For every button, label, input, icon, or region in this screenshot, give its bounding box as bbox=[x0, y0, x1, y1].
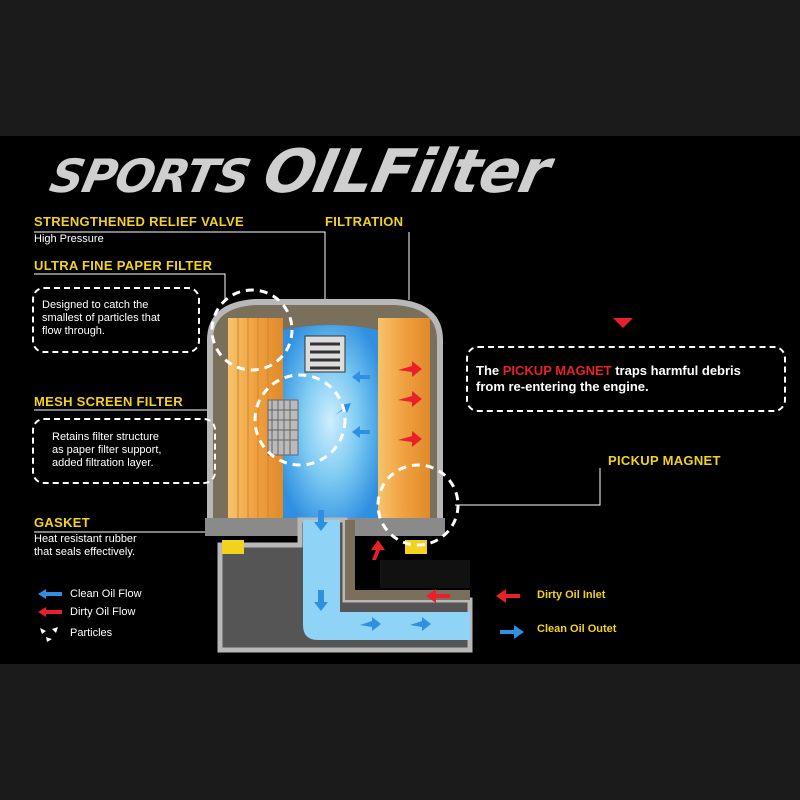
mesh-screen bbox=[267, 399, 299, 456]
relief-valve-sub: High Pressure bbox=[34, 233, 104, 245]
paper-filter-desc-line: flow through. bbox=[42, 325, 105, 337]
callout-pointer bbox=[613, 318, 633, 328]
gasket-left bbox=[222, 540, 244, 554]
paper-filter-heading: ULTRA FINE PAPER FILTER bbox=[34, 258, 213, 273]
magnet-callout-line1: The PICKUP MAGNET traps harmful debris bbox=[476, 363, 741, 378]
paper-filter-desc-box: Designed to catch the smallest of partic… bbox=[32, 287, 200, 353]
legend-dirty: Dirty Oil Flow bbox=[70, 606, 136, 618]
dirty-flow-arrows bbox=[371, 361, 520, 603]
paper-filter-right bbox=[378, 318, 430, 518]
gasket-heading: GASKET bbox=[34, 515, 90, 530]
relief-valve bbox=[304, 335, 346, 373]
legend-icons bbox=[38, 589, 62, 642]
dirty-oil-inlet-label: Dirty Oil Inlet bbox=[537, 589, 606, 601]
mesh-filter-heading: MESH SCREEN FILTER bbox=[34, 394, 183, 409]
mesh-filter-desc-line: as paper filter support, bbox=[52, 444, 162, 456]
paper-filter-desc-line: Designed to catch the bbox=[42, 299, 149, 311]
dirty-oil-passage bbox=[345, 520, 470, 600]
relief-valve-heading: STRENGTHENED RELIEF VALVE bbox=[34, 214, 244, 229]
magnet-highlight: PICKUP MAGNET bbox=[502, 363, 612, 378]
gasket-sub: Heat resistant rubber that seals effecti… bbox=[34, 533, 137, 559]
particles-icon bbox=[40, 627, 58, 642]
leader-lines bbox=[34, 231, 601, 533]
mesh-filter-desc-line: Retains filter structure bbox=[52, 431, 159, 443]
dirty-inlet-channel bbox=[380, 560, 470, 588]
legend-particles: Particles bbox=[70, 627, 113, 639]
legend-clean: Clean Oil Flow bbox=[70, 588, 142, 600]
red-arrow-icon bbox=[38, 607, 62, 617]
gasket-sub-line: Heat resistant rubber bbox=[34, 533, 137, 545]
gasket-sub-line: that seals effectively. bbox=[34, 546, 136, 558]
magnet-callout-box: The PICKUP MAGNET traps harmful debris f… bbox=[466, 346, 786, 412]
magnet-callout-line2: from re-entering the engine. bbox=[476, 379, 649, 394]
pickup-magnet-heading: PICKUP MAGNET bbox=[608, 453, 721, 468]
clean-oil-chamber bbox=[283, 325, 378, 518]
clean-oil-passage bbox=[303, 520, 470, 640]
filtration-heading: FILTRATION bbox=[325, 214, 404, 229]
clean-oil-outlet-label: Clean Oil Outet bbox=[537, 623, 617, 635]
highlight-circles bbox=[210, 288, 460, 547]
blue-arrow-icon bbox=[38, 589, 62, 599]
gasket-right bbox=[405, 540, 427, 554]
mesh-filter-desc-line: added filtration layer. bbox=[52, 457, 154, 469]
paper-filter-desc-line: smallest of particles that bbox=[42, 312, 160, 324]
mesh-filter-desc-box: Retains filter structure as paper filter… bbox=[32, 418, 216, 484]
